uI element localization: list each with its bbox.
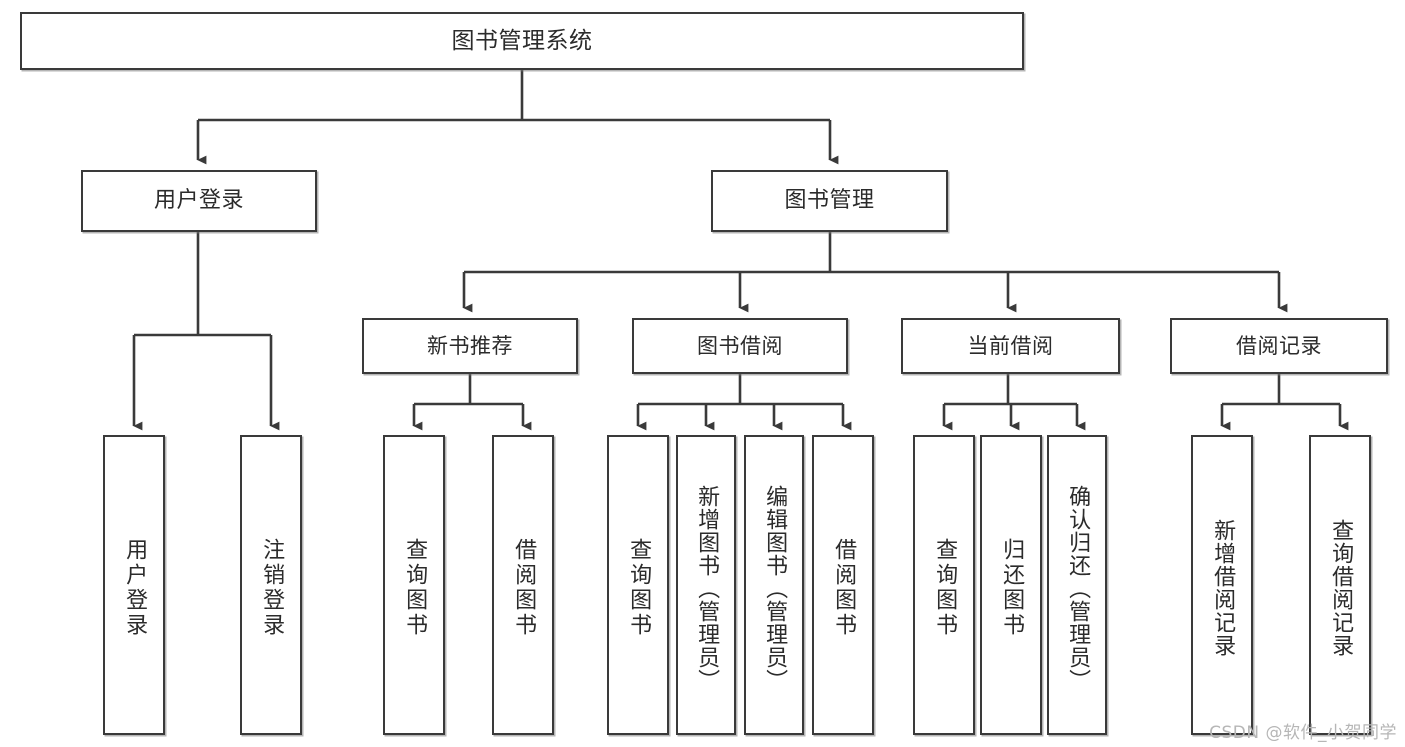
node-leaf-edit-book-admin-label: 编辑图书（管理员） <box>762 484 788 692</box>
node-leaf-query-book-current-label: 查询图书 <box>932 538 958 638</box>
node-leaf-return-book-label: 归还图书 <box>999 538 1025 638</box>
node-leaf-query-borrow-record-label: 查询借阅记录 <box>1328 519 1354 657</box>
node-leaf-edit-book-admin[interactable]: 编辑图书（管理员） <box>744 435 804 735</box>
node-user-login[interactable]: 用户登录 <box>81 170 317 232</box>
node-leaf-borrow-book-label: 借阅图书 <box>831 538 857 638</box>
node-book-management[interactable]: 图书管理 <box>711 170 948 232</box>
node-leaf-return-book[interactable]: 归还图书 <box>980 435 1042 735</box>
node-leaf-query-book-borrow[interactable]: 查询图书 <box>607 435 669 735</box>
node-leaf-borrow-book-recommend-label: 借阅图书 <box>511 538 537 638</box>
node-new-book-recommend[interactable]: 新书推荐 <box>362 318 578 374</box>
node-leaf-confirm-return-admin[interactable]: 确认归还（管理员） <box>1047 435 1107 735</box>
node-new-book-recommend-label: 新书推荐 <box>427 333 513 358</box>
node-leaf-query-borrow-record[interactable]: 查询借阅记录 <box>1309 435 1371 735</box>
node-leaf-logout-label: 注销登录 <box>259 538 285 638</box>
node-leaf-user-login-label: 用户登录 <box>122 538 148 638</box>
node-leaf-logout[interactable]: 注销登录 <box>240 435 302 735</box>
node-leaf-add-book-admin-label: 新增图书（管理员） <box>694 484 720 692</box>
node-leaf-confirm-return-admin-label: 确认归还（管理员） <box>1065 484 1091 692</box>
node-borrow-record[interactable]: 借阅记录 <box>1170 318 1388 374</box>
watermark-csdn: CSDN @软件_小贺同学 <box>1209 723 1397 743</box>
node-book-borrow-label: 图书借阅 <box>697 333 783 358</box>
node-root-system[interactable]: 图书管理系统 <box>20 12 1024 70</box>
node-leaf-user-login[interactable]: 用户登录 <box>103 435 165 735</box>
node-current-borrow[interactable]: 当前借阅 <box>901 318 1120 374</box>
node-user-login-label: 用户登录 <box>153 188 244 214</box>
node-leaf-query-book-current[interactable]: 查询图书 <box>913 435 975 735</box>
node-leaf-add-borrow-record-label: 新增借阅记录 <box>1210 519 1236 657</box>
node-root-system-label: 图书管理系统 <box>451 27 593 54</box>
node-leaf-query-book-borrow-label: 查询图书 <box>626 538 652 638</box>
node-leaf-add-book-admin[interactable]: 新增图书（管理员） <box>676 435 736 735</box>
node-leaf-query-book-recommend-label: 查询图书 <box>402 538 428 638</box>
node-leaf-add-borrow-record[interactable]: 新增借阅记录 <box>1191 435 1253 735</box>
node-current-borrow-label: 当前借阅 <box>967 333 1054 358</box>
node-book-borrow[interactable]: 图书借阅 <box>632 318 848 374</box>
node-leaf-query-book-recommend[interactable]: 查询图书 <box>383 435 445 735</box>
node-leaf-borrow-book-recommend[interactable]: 借阅图书 <box>492 435 554 735</box>
node-borrow-record-label: 借阅记录 <box>1236 333 1322 358</box>
node-book-management-label: 图书管理 <box>784 188 875 214</box>
node-leaf-borrow-book[interactable]: 借阅图书 <box>812 435 874 735</box>
